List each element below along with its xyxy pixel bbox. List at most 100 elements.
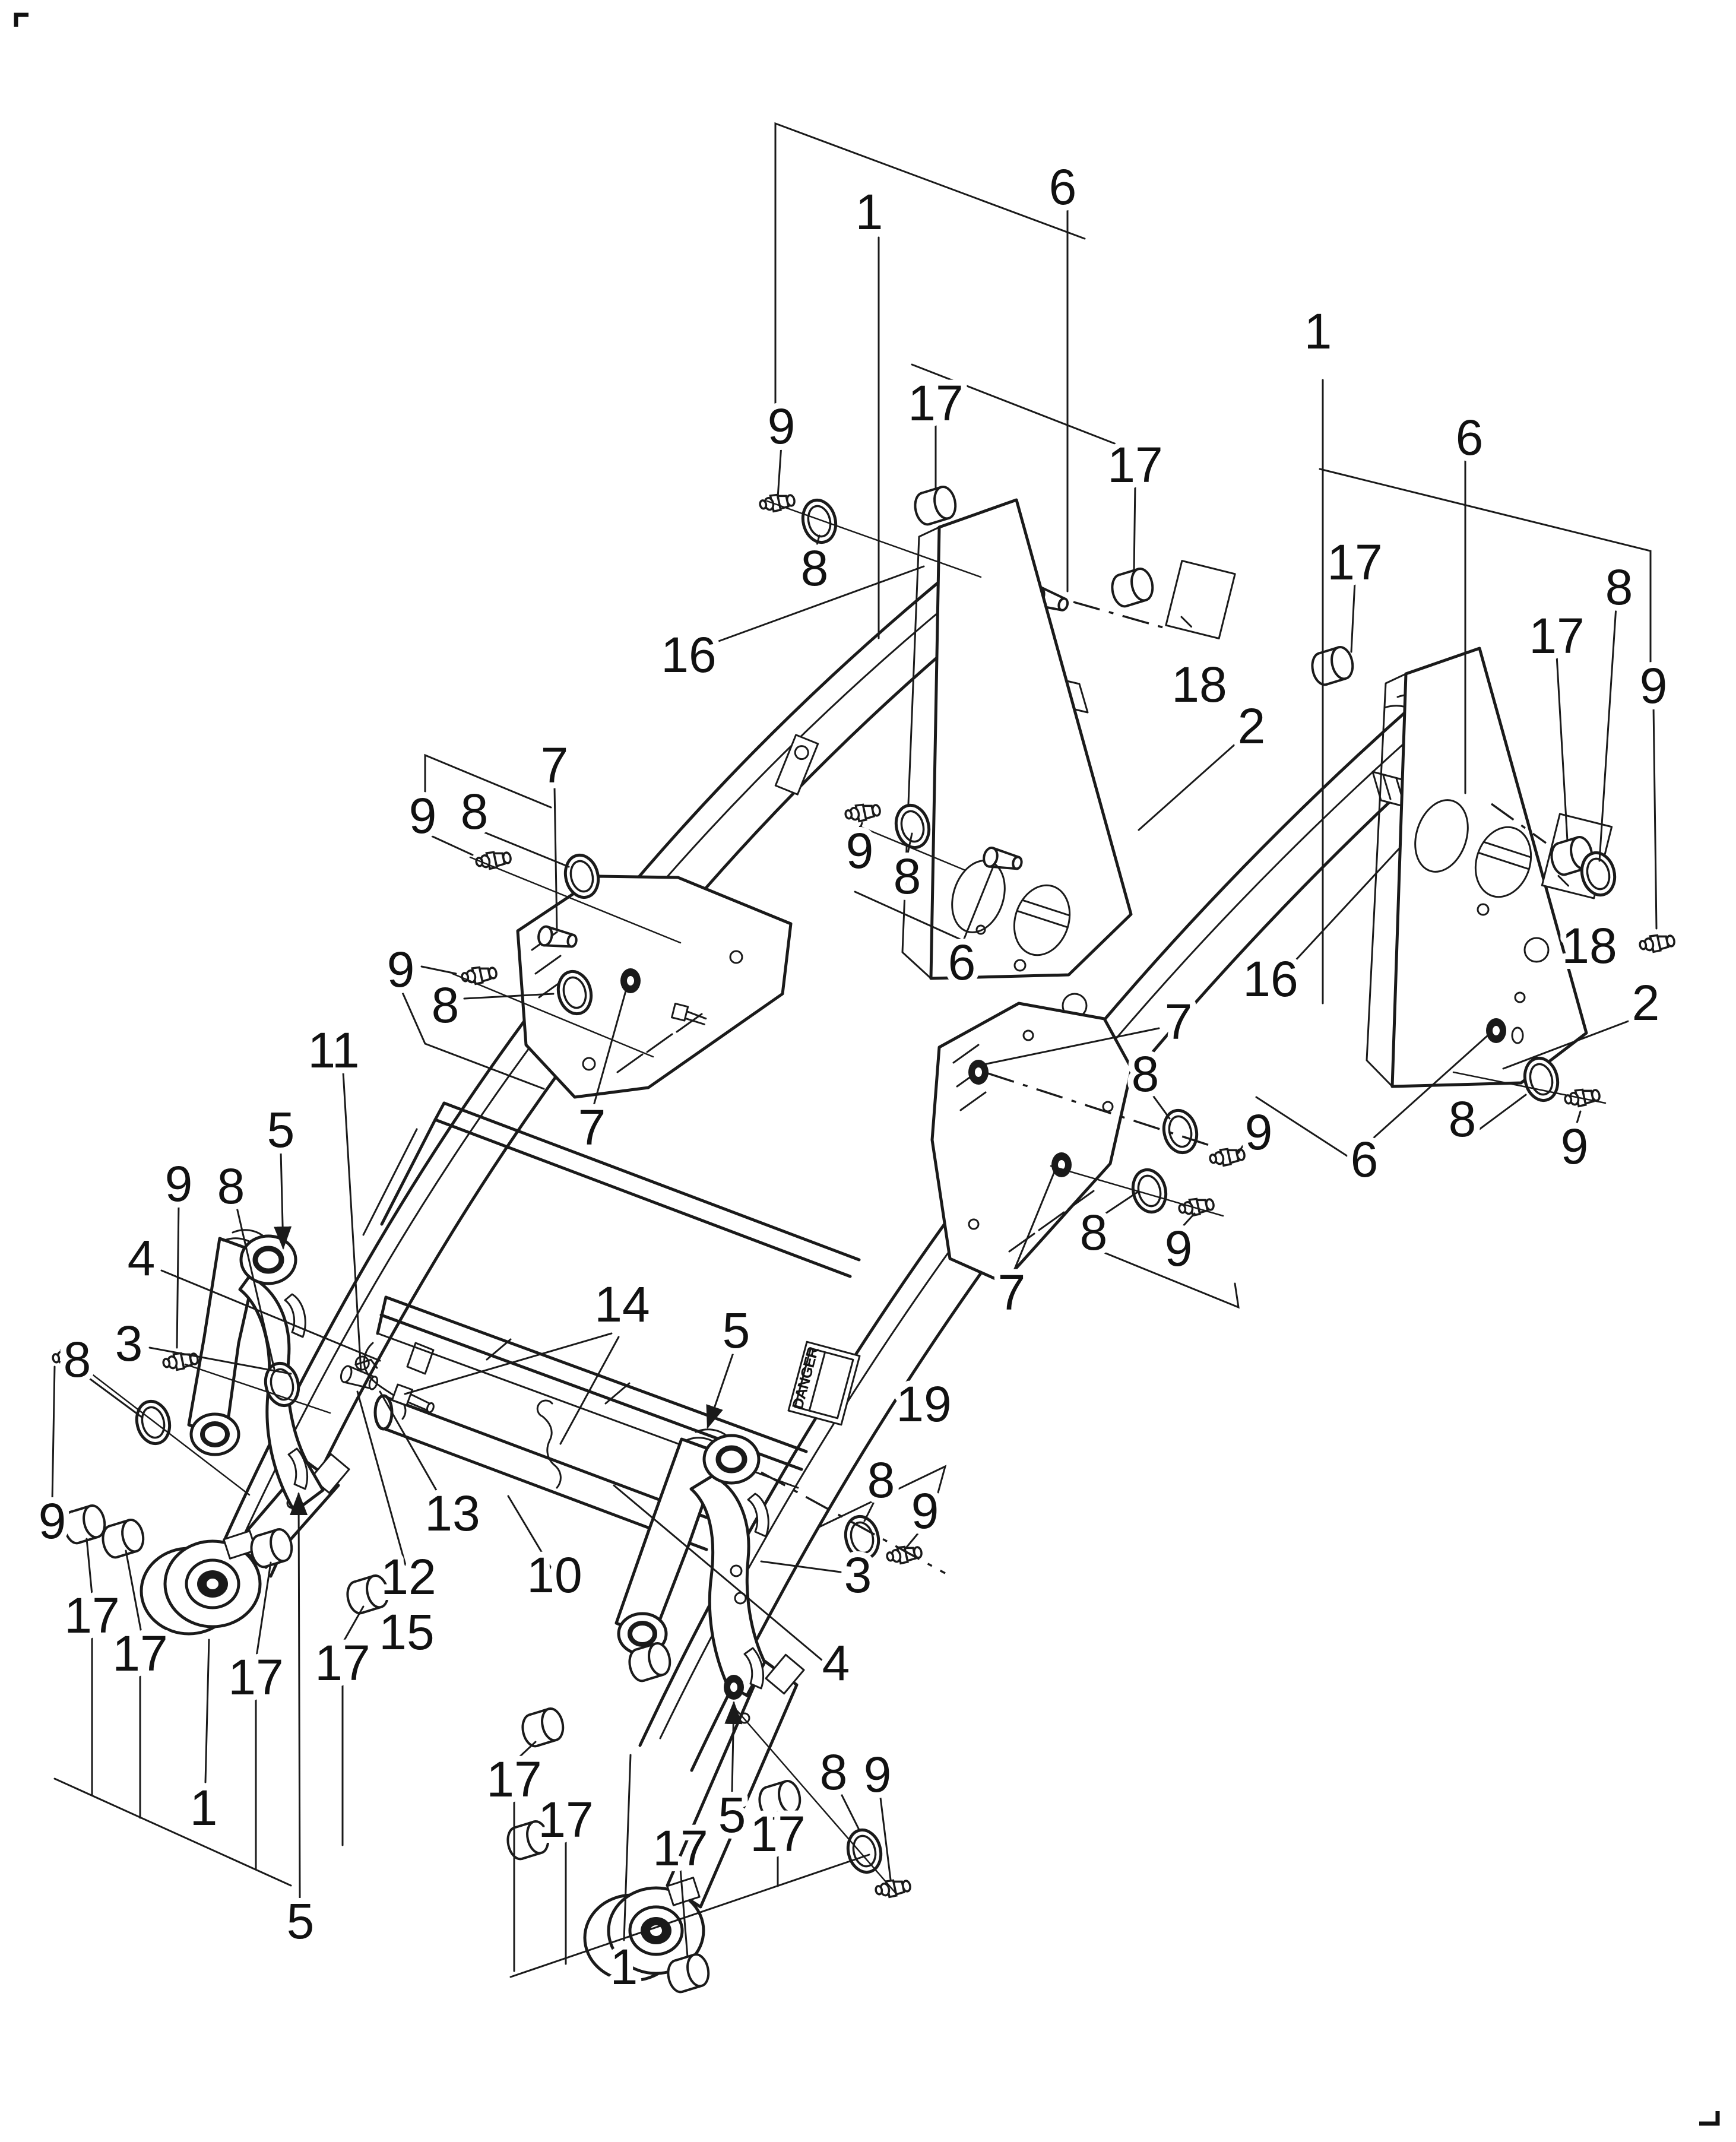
link-assembly-right <box>583 1428 805 1982</box>
decal-18-left <box>1165 560 1236 639</box>
callout-label-17-58: 17 <box>64 1588 119 1643</box>
leader-line-7 <box>760 1560 842 1573</box>
leader-line-59 <box>125 1550 142 1634</box>
callout-label-17-56: 17 <box>1327 534 1382 590</box>
leader-line-37 <box>420 965 457 975</box>
leader-line-58 <box>85 1538 93 1596</box>
callout-label-7-21: 7 <box>998 1265 1026 1320</box>
leader-line-13 <box>290 1492 308 1899</box>
tower-right <box>1366 647 1588 1088</box>
callout-label-17-62: 17 <box>486 1751 541 1807</box>
leader-line-47 <box>342 1071 362 1373</box>
leader-line-48 <box>356 1390 407 1566</box>
leader-line-96 <box>761 1471 946 1574</box>
callout-label-8-32: 8 <box>867 1452 895 1508</box>
callout-label-8-33: 8 <box>820 1744 848 1800</box>
leader-line-69 <box>774 122 1086 410</box>
leader-line-23 <box>1598 606 1617 862</box>
leader-line-61 <box>342 1605 365 1643</box>
callout-label-6-16: 6 <box>948 934 976 990</box>
callout-label-17-54: 17 <box>908 375 963 431</box>
leader-line-90 <box>59 1349 251 1496</box>
callout-label-7-20: 7 <box>1165 994 1193 1050</box>
leader-line-75 <box>1255 1096 1362 1166</box>
leader-line-27 <box>1478 1094 1527 1130</box>
callout-label-11-47: 11 <box>308 1022 359 1078</box>
leader-line-55 <box>1133 483 1136 572</box>
leader-line-88 <box>1452 1071 1607 1104</box>
leader-line-87 <box>859 825 967 872</box>
leader-line-17 <box>1371 1034 1489 1140</box>
leader-line-42 <box>176 1202 180 1349</box>
callout-label-8-25: 8 <box>432 977 460 1033</box>
callout-label-9-45: 9 <box>864 1747 892 1802</box>
carriage-bolt <box>391 1383 435 1414</box>
callout-label-8-24: 8 <box>461 784 489 839</box>
leader-line-51 <box>559 1336 620 1445</box>
tower-left <box>901 498 1133 1019</box>
callout-label-8-22: 8 <box>801 540 829 596</box>
leader-line-86 <box>451 972 654 1058</box>
leader-line-24 <box>477 829 570 868</box>
leader-line-9 <box>613 1484 830 1667</box>
callout-label-16-52: 16 <box>661 627 716 683</box>
leaders-layer <box>51 122 1658 1978</box>
gusset-bracket-left <box>516 874 793 1099</box>
leader-line-60 <box>255 1561 272 1658</box>
callout-label-4-8: 4 <box>128 1230 156 1286</box>
leader-line-46 <box>507 1495 553 1571</box>
leader-line-78 <box>53 1777 292 1887</box>
callout-label-9-36: 9 <box>409 788 437 844</box>
leader-line-65 <box>777 1811 781 1817</box>
leader-line-22 <box>815 534 821 549</box>
callout-label-8-29: 8 <box>1080 1205 1108 1260</box>
leader-line-36 <box>427 834 474 856</box>
leader-line-73 <box>401 991 545 1090</box>
callout-label-5-10: 5 <box>267 1102 295 1158</box>
callout-label-17-59: 17 <box>112 1625 167 1681</box>
callout-label-7-18: 7 <box>541 737 569 793</box>
callout-label-2-5: 2 <box>1632 975 1660 1031</box>
leader-line-94 <box>1490 803 1547 844</box>
leader-line-56 <box>1350 581 1356 653</box>
callout-label-10-46: 10 <box>527 1547 582 1603</box>
leader-line-63 <box>537 1831 558 1838</box>
callout-label-5-11: 5 <box>723 1303 750 1358</box>
callout-label-13-49: 13 <box>425 1485 480 1541</box>
gusset-bracket-right <box>930 1002 1133 1284</box>
callout-label-8-23: 8 <box>1605 559 1633 615</box>
callout-label-12-48: 12 <box>381 1549 436 1605</box>
callout-label-1-1: 1 <box>1304 303 1332 359</box>
leader-line-70 <box>911 363 1123 448</box>
callout-label-8-27: 8 <box>1449 1091 1477 1147</box>
leader-line-18 <box>553 786 558 931</box>
leader-line-50 <box>404 1332 613 1395</box>
leader-line-30 <box>235 1204 275 1370</box>
leader-line-77 <box>818 1465 947 1528</box>
callout-label-5-13: 5 <box>287 1893 315 1949</box>
callout-label-17-65: 17 <box>750 1806 805 1862</box>
leader-line-39 <box>1575 1110 1582 1128</box>
leader-line-28 <box>1149 1091 1171 1120</box>
leader-line-12 <box>724 1701 743 1793</box>
callout-label-9-44: 9 <box>911 1483 939 1539</box>
leader-line-5 <box>1502 1019 1633 1070</box>
callout-label-17-55: 17 <box>1107 437 1162 493</box>
leader-line-49 <box>379 1390 448 1509</box>
leader-line-95 <box>987 1072 1212 1147</box>
callout-label-5-12: 5 <box>718 1787 746 1843</box>
decal-19-danger: DANGER <box>787 1341 861 1426</box>
leader-line-64 <box>679 1868 689 1958</box>
callout-label-8-28: 8 <box>1132 1046 1160 1102</box>
carrier-frame <box>362 1101 861 1489</box>
callout-label-18-66: 18 <box>1171 657 1227 712</box>
hairpin-clip <box>536 1399 562 1489</box>
callout-label-8-30: 8 <box>217 1158 245 1214</box>
leader-line-10 <box>274 1151 292 1250</box>
leader-line-44 <box>902 1528 923 1552</box>
callout-label-9-43: 9 <box>39 1493 66 1549</box>
leader-line-57 <box>1556 654 1569 842</box>
leader-line-89 <box>1050 1165 1224 1217</box>
leader-line-79 <box>509 1853 870 1978</box>
